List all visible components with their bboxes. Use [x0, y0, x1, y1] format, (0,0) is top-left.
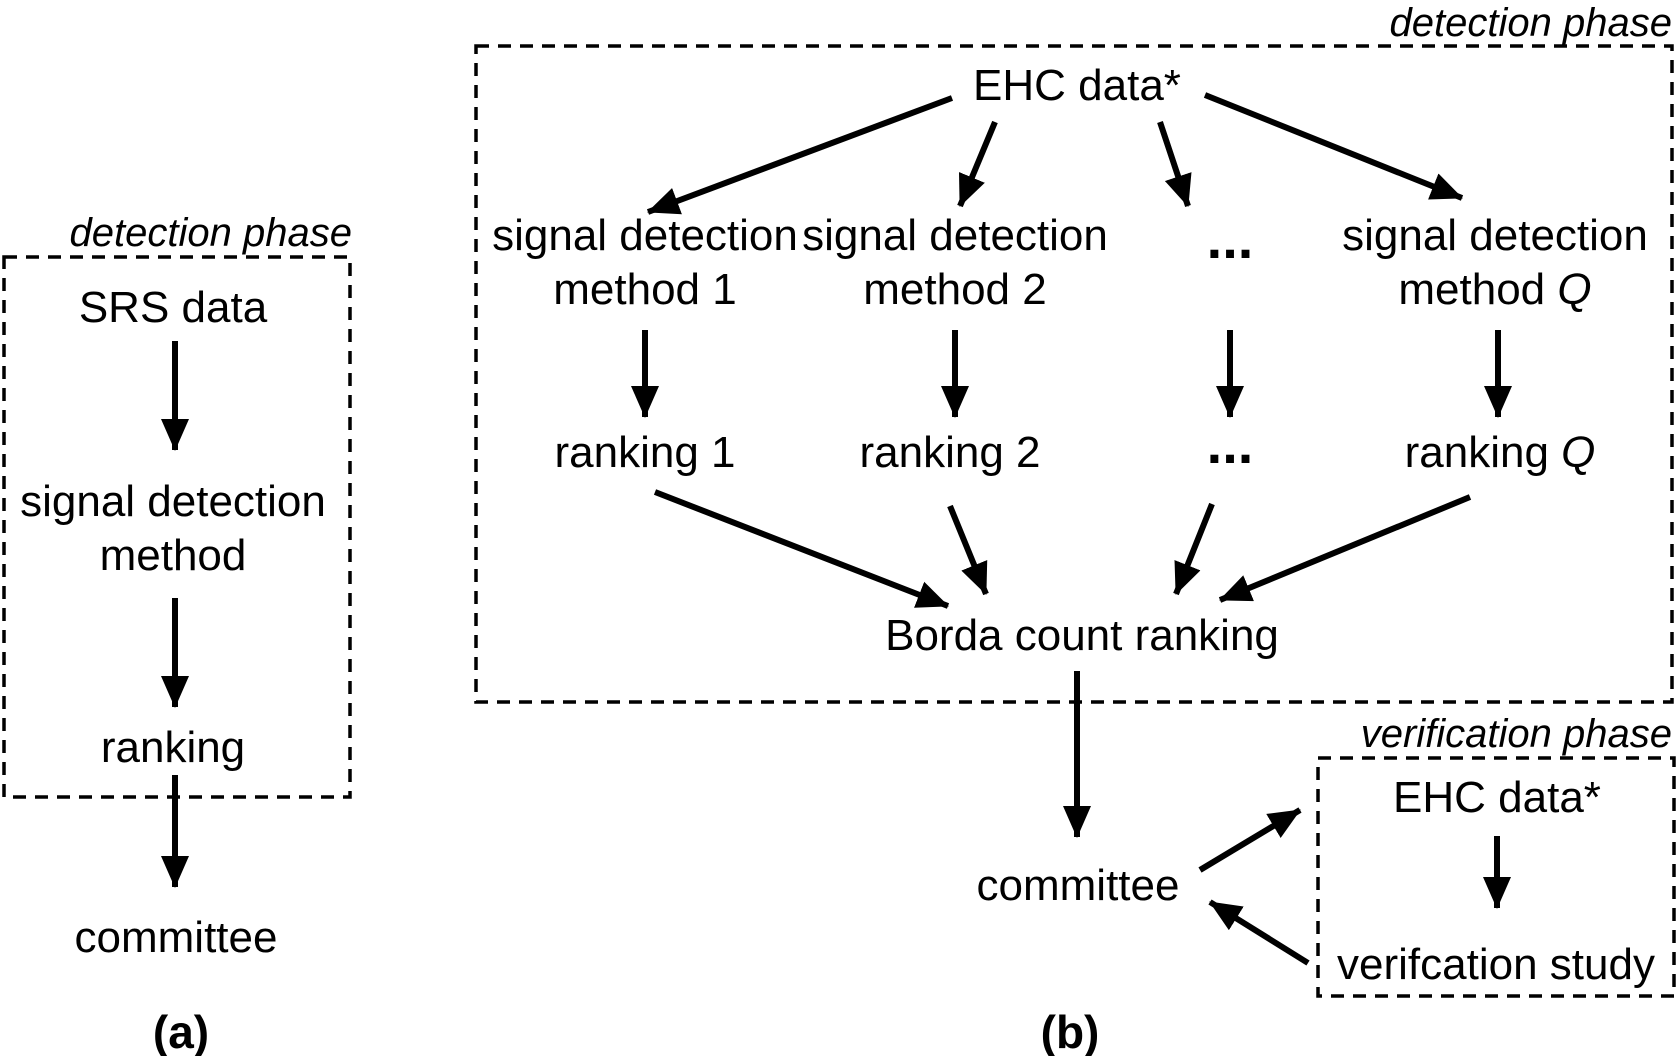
arrow-ranking-2-to-borda	[947, 504, 989, 596]
arrow-ehc-to-method-q	[1203, 92, 1464, 201]
node-committee-a: committee	[75, 913, 278, 962]
node-method-1-line2: method 1	[553, 265, 736, 314]
node-method-q-line2: method Q	[1398, 265, 1591, 314]
node-rankings-ellipsis: ...	[1207, 412, 1254, 475]
panel-a-detection-phase-label: detection phase	[70, 211, 352, 255]
arrow-ranking-ellipsis-to-borda	[1173, 502, 1215, 596]
panel-b-caption: (b)	[1041, 1006, 1100, 1056]
panel-a-detection-phase-box	[2, 255, 352, 799]
node-verification-study: verifcation study	[1337, 940, 1655, 989]
node-method-1-line1: signal detection	[492, 211, 798, 260]
arrow-ehc-to-method-ellipsis	[1157, 121, 1192, 207]
node-signal-detection-method-line1: signal detection	[20, 477, 326, 526]
node-committee-b: committee	[977, 861, 1180, 910]
arrow-committee-to-verification	[1198, 807, 1302, 873]
verification-phase-box	[1316, 756, 1676, 998]
node-borda-count-ranking: Borda count ranking	[885, 611, 1279, 660]
arrow-ranking-1-to-borda	[653, 489, 950, 609]
ranking-q-variable: Q	[1561, 428, 1595, 477]
panel-a: detection phase SRS data signal detectio…	[2, 211, 352, 1056]
verification-phase-label: verification phase	[1361, 712, 1672, 756]
method-q-variable: Q	[1557, 265, 1591, 314]
node-method-q-line1: signal detection	[1342, 211, 1648, 260]
node-ehc-data-verification: EHC data*	[1393, 773, 1601, 822]
node-ehc-data: EHC data*	[973, 61, 1181, 110]
arrow-ranking-q-to-borda	[1218, 494, 1472, 603]
panel-a-caption: (a)	[153, 1006, 209, 1056]
panel-b-detection-phase-label: detection phase	[1390, 1, 1672, 45]
node-ranking-q: ranking Q	[1405, 428, 1596, 477]
node-ranking: ranking	[101, 723, 245, 772]
node-srs-data: SRS data	[79, 283, 268, 332]
node-method-2-line2: method 2	[863, 265, 1046, 314]
node-method-2-line1: signal detection	[802, 211, 1108, 260]
method-q-prefix: method	[1398, 265, 1557, 314]
arrow-ehc-to-method-1	[646, 95, 954, 215]
ranking-q-prefix: ranking	[1405, 428, 1562, 477]
panel-b: detection phase EHC data* signal detecti…	[474, 1, 1676, 1056]
panel-b-detection-phase-box	[474, 44, 1674, 704]
node-methods-ellipsis: ...	[1207, 207, 1254, 270]
node-ranking-1: ranking 1	[554, 428, 735, 477]
node-ranking-2: ranking 2	[859, 428, 1040, 477]
arrow-ehc-to-method-2	[957, 120, 998, 208]
arrow-study-to-committee	[1208, 899, 1310, 966]
node-signal-detection-method-line2: method	[100, 531, 247, 580]
